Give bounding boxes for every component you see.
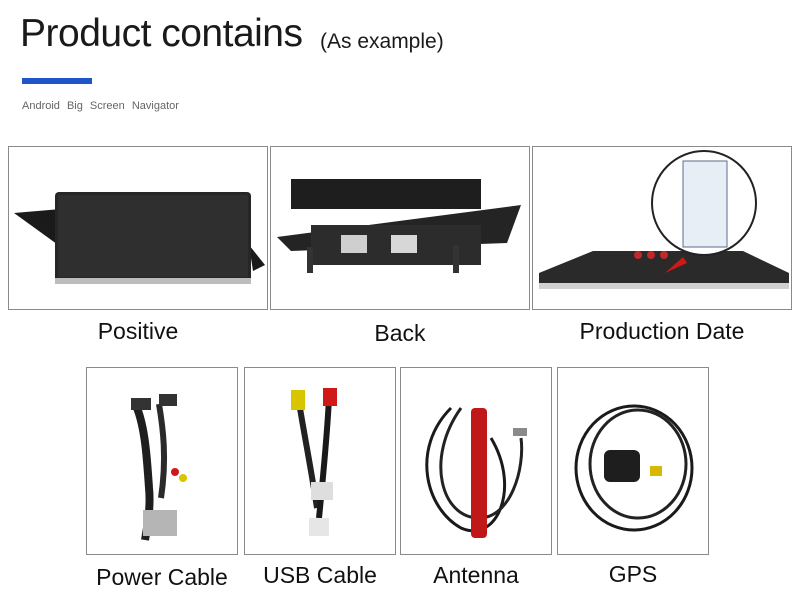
page-subtitle: (As example): [320, 30, 444, 53]
caption-production-date: Production Date: [579, 318, 745, 344]
accent-bar: [22, 78, 92, 84]
gps-antenna-image: [574, 404, 694, 532]
production-date-label-image: [539, 150, 789, 289]
caption-power-cable: Power Cable: [96, 564, 228, 590]
usb-cable-image: [291, 388, 337, 536]
production-date-image-frame: [532, 146, 792, 310]
caption-antenna: Antenna: [433, 562, 519, 588]
positive-image-frame: [8, 146, 268, 310]
screen-back-image: [277, 179, 521, 273]
power-cable-image: [131, 394, 187, 541]
antenna-image-frame: [400, 367, 552, 555]
antenna-image: [425, 406, 527, 538]
page-title: Product contains: [20, 12, 303, 55]
screen-front-image: [14, 192, 265, 284]
usb-cable-image-frame: [244, 367, 396, 555]
caption-back: Back: [374, 320, 426, 346]
back-image-frame: [270, 146, 530, 310]
power-cable-image-frame: [86, 367, 238, 555]
tagline: Android Big Screen Navigator: [22, 100, 179, 112]
caption-gps: GPS: [608, 561, 658, 587]
caption-positive: Positive: [97, 318, 179, 344]
caption-usb-cable: USB Cable: [263, 562, 377, 588]
gps-image-frame: [557, 367, 709, 555]
